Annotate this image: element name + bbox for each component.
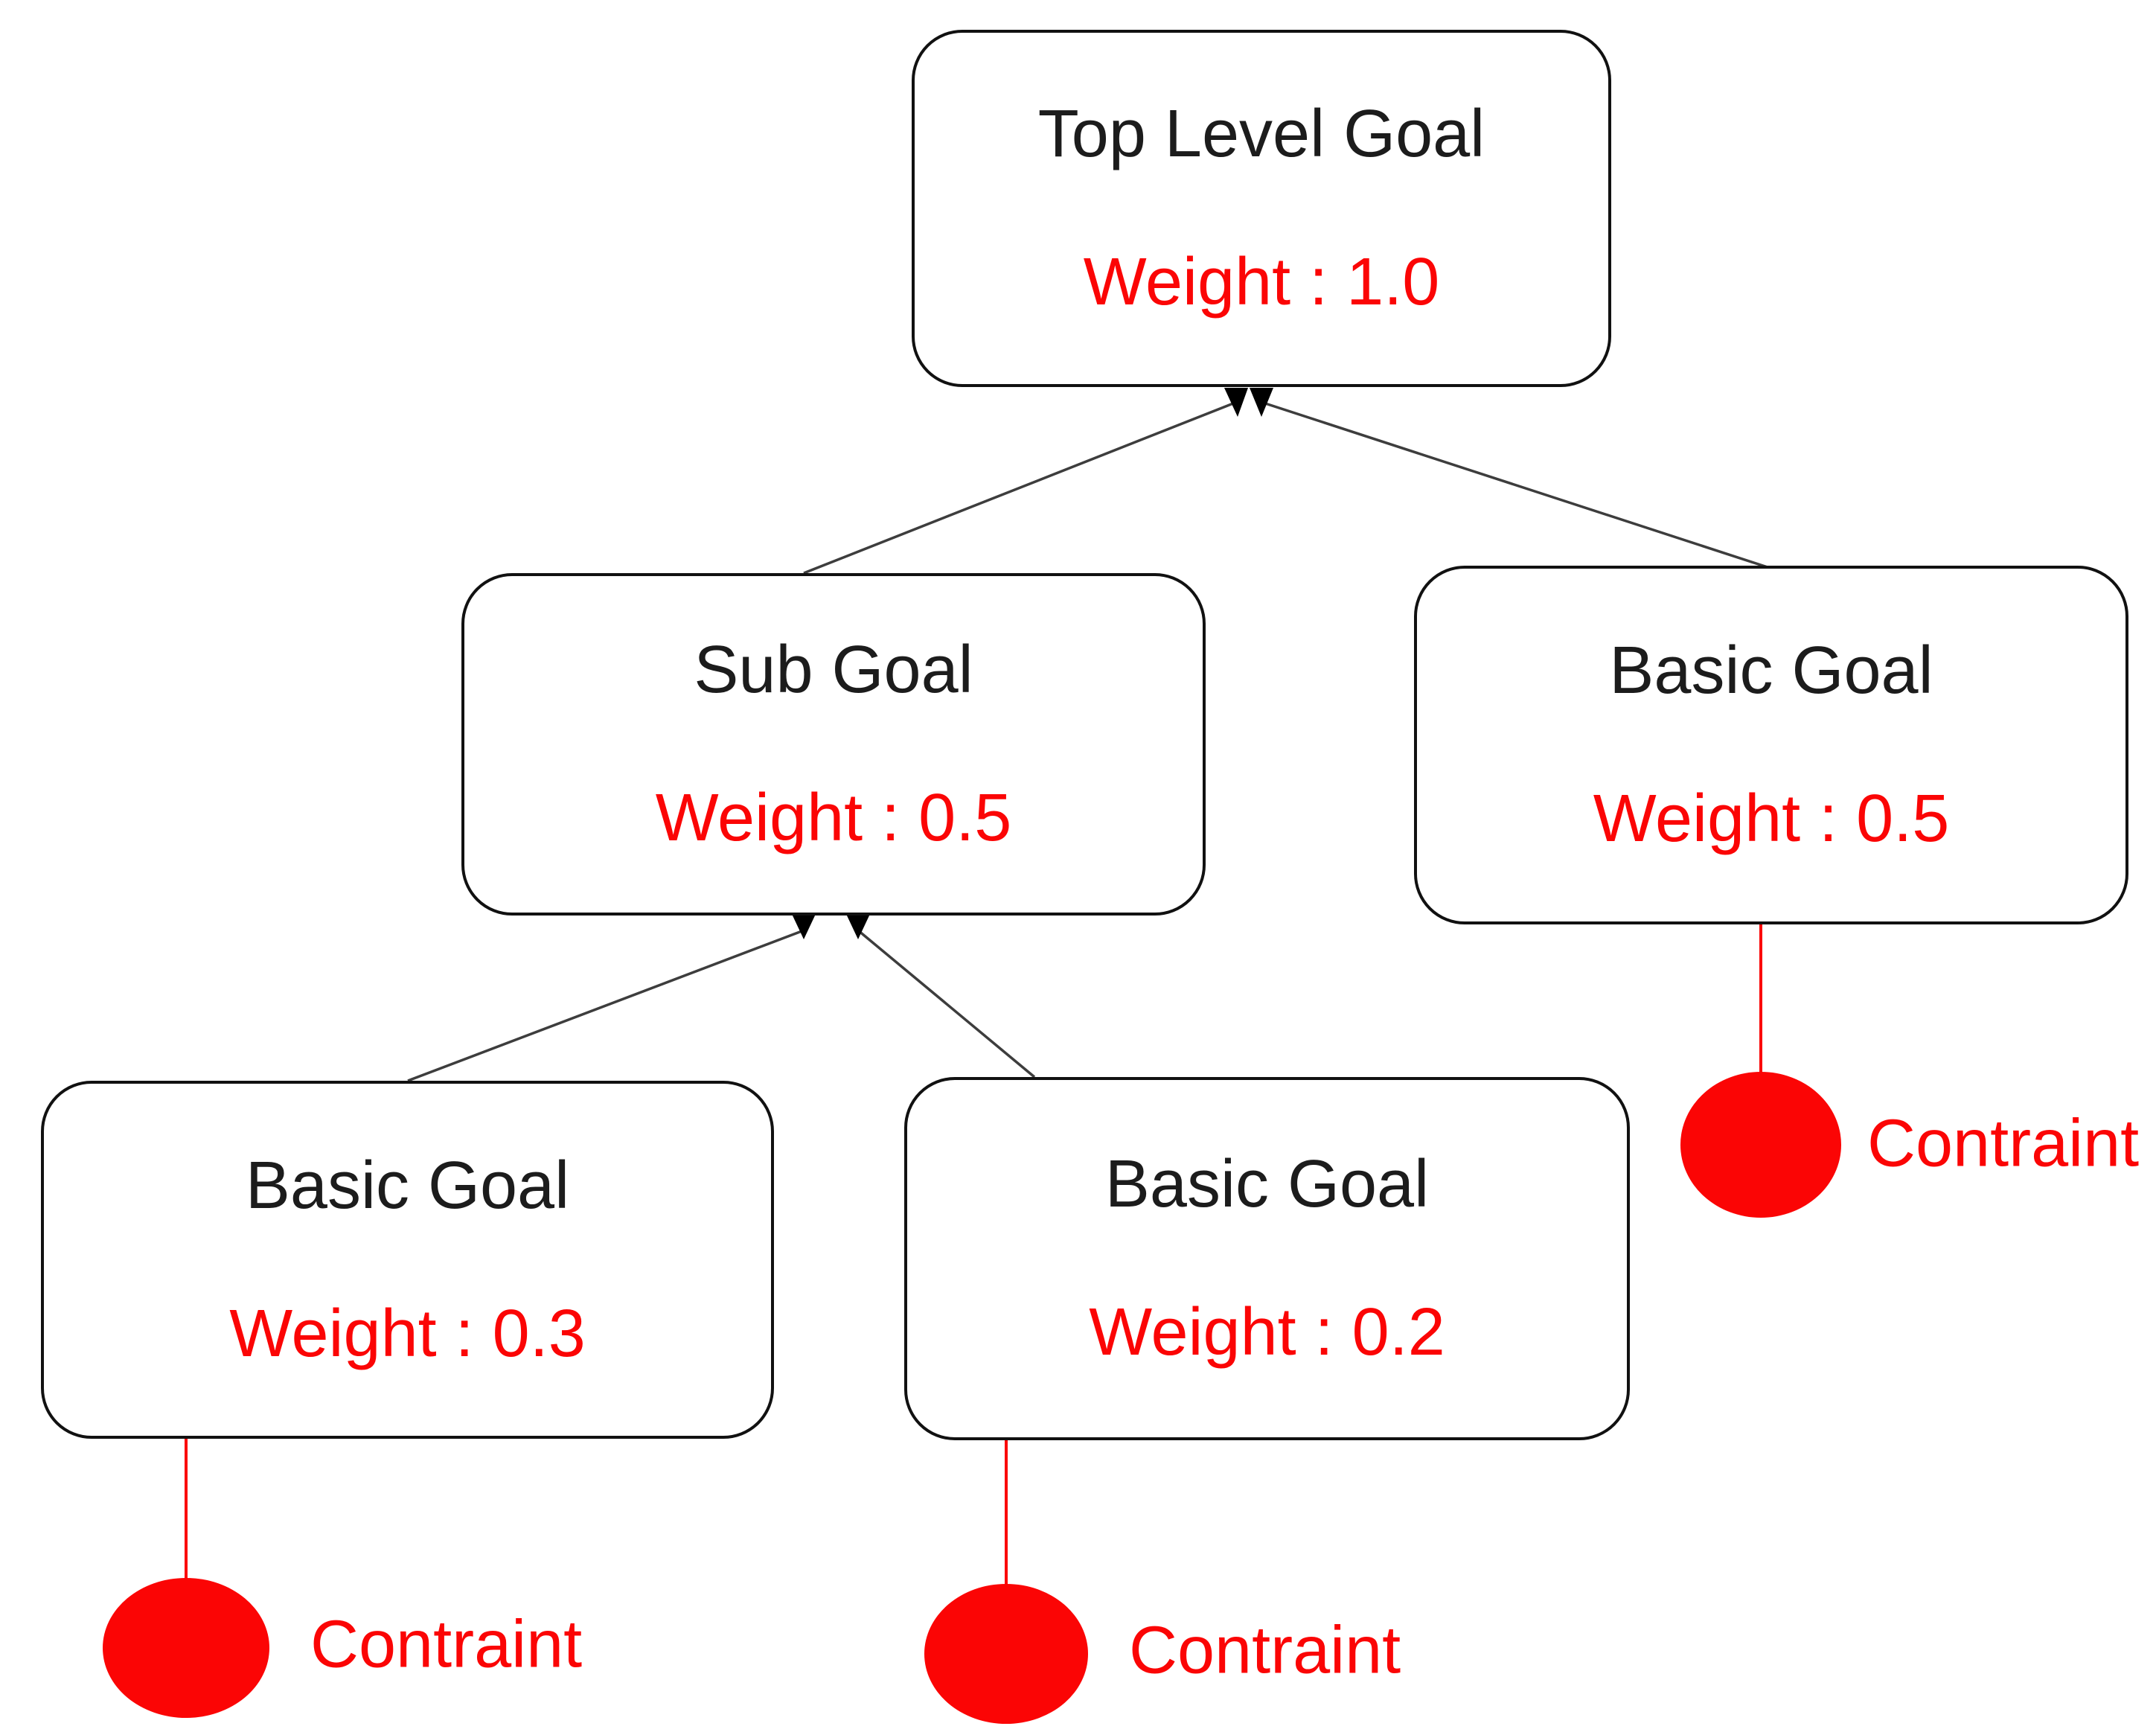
goal-title: Basic Goal xyxy=(1609,633,1933,708)
goal-weight: Weight : 0.2 xyxy=(1089,1295,1445,1370)
edge-basicmid-to-sub xyxy=(857,929,1036,1079)
goal-node-basic-right: Basic Goal Weight : 0.5 xyxy=(1414,566,2128,924)
goal-title: Top Level Goal xyxy=(1037,97,1485,171)
goal-node-top-level: Top Level Goal Weight : 1.0 xyxy=(912,30,1611,387)
constraint-ellipse-left xyxy=(103,1578,269,1718)
constraint-label-left: Contraint xyxy=(310,1607,583,1682)
goal-weight: Weight : 0.3 xyxy=(229,1296,586,1371)
constraint-label-middle: Contraint xyxy=(1129,1613,1401,1688)
goal-weight: Weight : 0.5 xyxy=(655,781,1012,855)
goal-node-basic-left: Basic Goal Weight : 0.3 xyxy=(41,1081,774,1439)
arrowhead-top-left xyxy=(1224,388,1248,417)
constraint-ellipse-middle xyxy=(924,1584,1088,1724)
goal-weight: Weight : 0.5 xyxy=(1593,782,1950,856)
arrowhead-sub-right xyxy=(846,914,870,939)
arrowhead-sub-left xyxy=(792,914,816,939)
goal-node-basic-middle: Basic Goal Weight : 0.2 xyxy=(904,1077,1630,1440)
edge-basicleft-to-sub xyxy=(407,929,804,1082)
edge-subgoal-to-top xyxy=(803,400,1238,575)
goal-title: Sub Goal xyxy=(694,633,973,707)
constraint-ellipse-right xyxy=(1680,1072,1841,1218)
goal-weight: Weight : 1.0 xyxy=(1083,245,1440,319)
goal-title: Basic Goal xyxy=(245,1148,570,1223)
constraint-label-right: Contraint xyxy=(1867,1106,2140,1181)
arrowhead-top-right xyxy=(1250,388,1273,417)
goal-title: Basic Goal xyxy=(1104,1147,1430,1221)
edge-basicright-to-top xyxy=(1260,400,1768,569)
goal-node-sub: Sub Goal Weight : 0.5 xyxy=(461,573,1206,916)
